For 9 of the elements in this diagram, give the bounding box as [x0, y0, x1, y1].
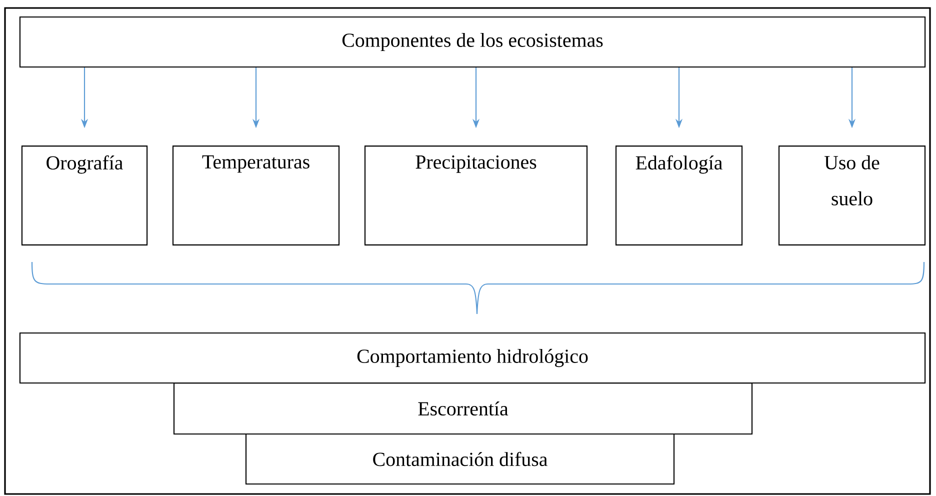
- process-box: Escorrentía: [173, 382, 753, 434]
- component-box: Edafología: [615, 146, 743, 246]
- component-box: Orografía: [21, 146, 148, 246]
- component-box: Uso de suelo: [778, 146, 926, 246]
- component-box: Temperaturas: [172, 146, 340, 246]
- process-box: Contaminación difusa: [245, 433, 675, 485]
- component-box: Precipitaciones: [364, 146, 588, 246]
- process-box: Comportamiento hidrológico: [19, 332, 926, 384]
- process-box: Componentes de los ecosistemas: [19, 16, 926, 68]
